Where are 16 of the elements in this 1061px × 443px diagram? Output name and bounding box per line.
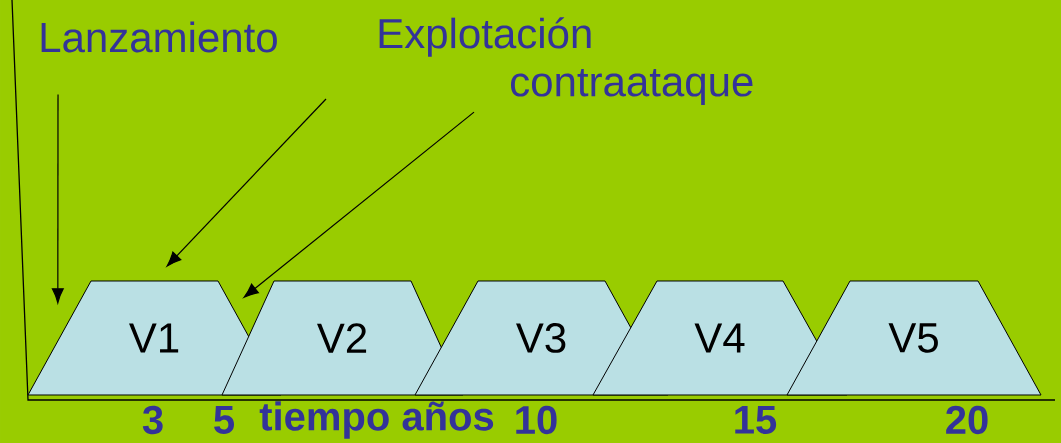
- trapezoid-box: V4: [592, 280, 848, 396]
- leader-arrow: [166, 98, 327, 267]
- trapezoid-box: V2: [221, 280, 464, 396]
- axis-label: 10: [516, 405, 557, 435]
- callout-text: Lanzamiento: [41, 21, 277, 53]
- leader-arrow: [51, 94, 64, 304]
- axis-label: 15: [735, 406, 777, 434]
- callout-text: contraataque: [511, 69, 753, 105]
- trapezoid-box: V1: [27, 280, 282, 396]
- axis-label: 20: [946, 405, 988, 435]
- axis-label: 5: [214, 406, 234, 434]
- callout-text: Explotación: [379, 17, 591, 57]
- leader-arrow: [243, 111, 475, 298]
- trapezoid-box: V5: [786, 280, 1042, 396]
- axis-label: tiempo años: [259, 401, 494, 439]
- axis-label: 3: [142, 405, 163, 435]
